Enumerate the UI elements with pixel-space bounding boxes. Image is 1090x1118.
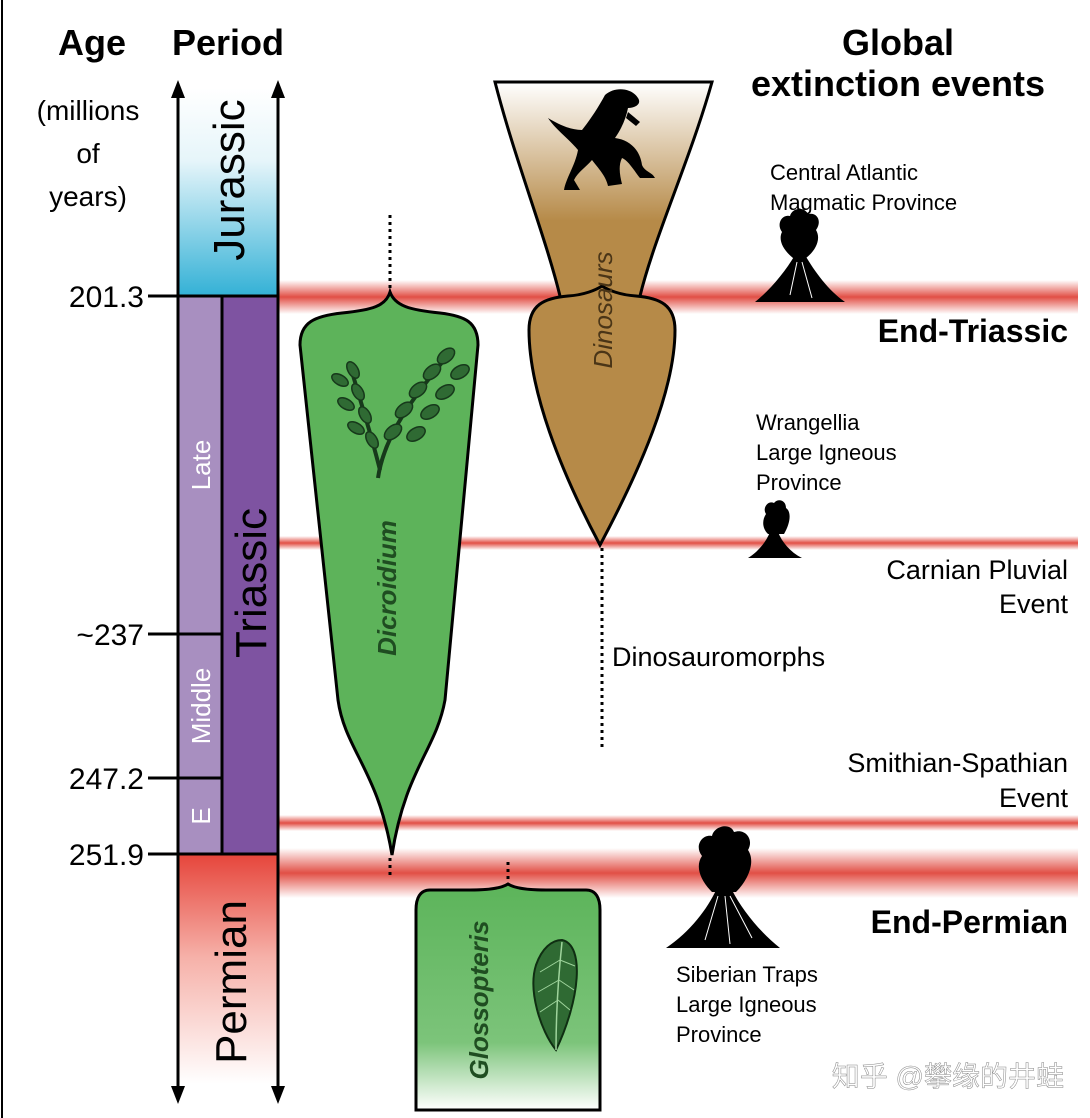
jurassic-label: Jurassic — [205, 99, 254, 260]
siberian-line2: Large Igneous — [676, 992, 817, 1017]
end-permian-band — [278, 848, 1078, 898]
age-header: Age — [58, 22, 126, 63]
carnian-line1: Carnian Pluvial — [886, 555, 1068, 585]
right-axis-arrow-up — [271, 80, 285, 98]
carnian-line2: Event — [999, 589, 1069, 619]
wrangellia-volcano-icon — [748, 500, 802, 558]
smithian-line2: Event — [999, 783, 1069, 813]
dicroidium-fern-icon — [331, 347, 470, 479]
left-axis-arrow-up — [171, 80, 185, 98]
age-237: ~237 — [76, 619, 144, 652]
wrangellia-line1: Wrangellia — [756, 410, 860, 435]
smithian-band — [278, 815, 1078, 831]
siberian-line3: Province — [676, 1022, 762, 1047]
smithian-line1: Smithian-Spathian — [847, 748, 1068, 778]
global-header-line1: Global — [842, 22, 954, 63]
middle-triassic-block — [178, 634, 222, 778]
early-label: E — [186, 807, 216, 824]
period-header: Period — [172, 22, 284, 63]
end-permian-label: End-Permian — [871, 904, 1068, 940]
wrangellia-line2: Large Igneous — [756, 440, 897, 465]
dicroidium-range — [298, 287, 480, 856]
dinosaur-silhouette-icon — [548, 89, 655, 190]
wrangellia-line3: Province — [756, 470, 842, 495]
age-247: 247.2 — [69, 763, 144, 796]
watermark: 知乎 @攀缘的井蛙 — [832, 1061, 1064, 1092]
triassic-block — [222, 296, 278, 854]
right-axis-arrow-down — [271, 1086, 285, 1104]
jurassic-block — [178, 88, 278, 296]
age-201: 201.3 — [69, 281, 144, 314]
early-triassic-block — [178, 778, 222, 854]
dicroidium-label: Dicroidium — [372, 520, 402, 656]
glossopteris-label: Glossopteris — [464, 921, 494, 1080]
camp-volcano-icon — [755, 208, 845, 302]
late-triassic-block — [178, 296, 222, 634]
carnian-band — [278, 536, 1078, 550]
dinosaurs-label: Dinosaurs — [588, 251, 618, 368]
permian-block — [178, 854, 278, 1084]
middle-label: Middle — [186, 668, 216, 745]
permian-label: Permian — [207, 900, 256, 1064]
left-axis-arrow-down — [171, 1086, 185, 1104]
end-triassic-label: End-Triassic — [878, 313, 1068, 349]
age-unit-line2: of — [76, 138, 100, 169]
age-unit-line1: (millions — [37, 95, 140, 126]
glossopteris-range — [414, 882, 602, 1112]
siberian-line1: Siberian Traps — [676, 962, 818, 987]
siberian-volcano-icon — [666, 826, 780, 948]
global-header-line2: extinction events — [751, 63, 1045, 104]
age-unit-line3: years) — [49, 181, 127, 212]
late-label: Late — [186, 440, 216, 491]
triassic-label: Triassic — [227, 508, 276, 658]
camp-line2: Magmatic Province — [770, 190, 957, 215]
glossopteris-leaf-icon — [532, 938, 578, 1052]
age-251: 251.9 — [69, 839, 144, 872]
dinosauromorphs-label: Dinosauromorphs — [612, 642, 825, 672]
camp-line1: Central Atlantic — [770, 160, 918, 185]
dinosaur-range-lower — [527, 284, 677, 549]
